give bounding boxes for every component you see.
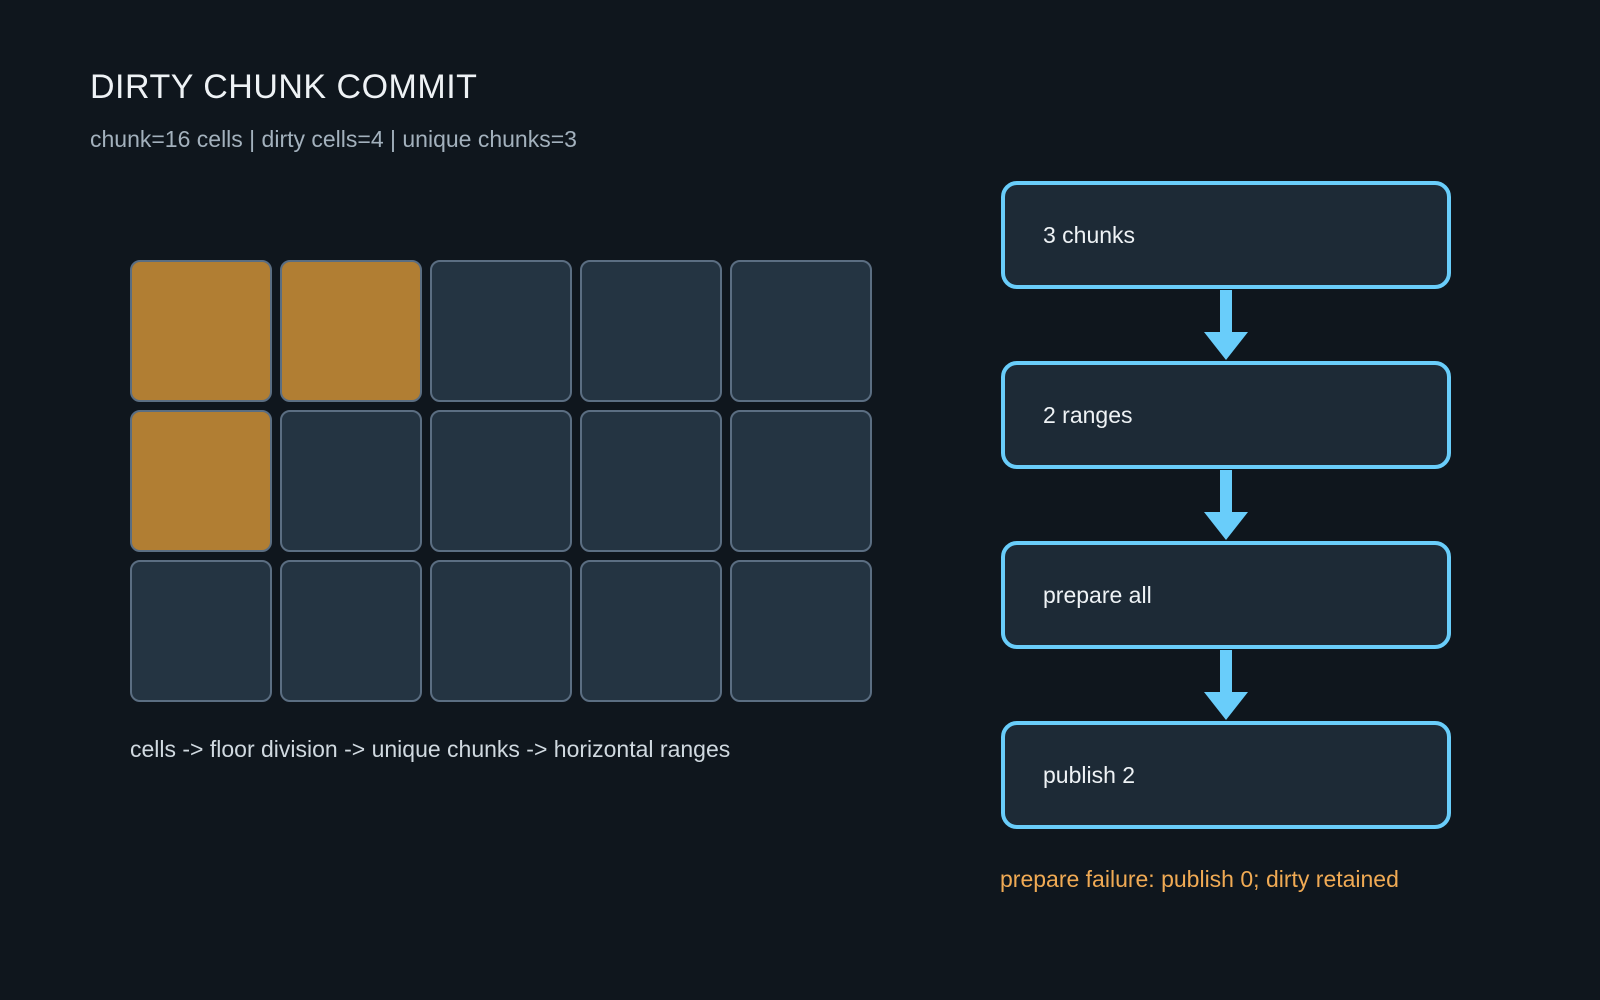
step-label: prepare all (1043, 581, 1152, 608)
flow-arrow-1 (1204, 290, 1248, 360)
failure-note: prepare failure: publish 0; dirty retain… (1000, 866, 1399, 892)
diagram-subtitle: chunk=16 cells | dirty cells=4 | unique … (90, 126, 577, 152)
step-box-chunks: 3 chunks (1001, 181, 1451, 289)
step-label: publish 2 (1043, 761, 1136, 788)
clean-cell (730, 410, 872, 552)
clean-cell (580, 560, 722, 702)
pipeline-caption: cells -> floor division -> unique chunks… (130, 736, 731, 762)
step-box-ranges: 2 ranges (1001, 361, 1451, 469)
dirty-cell (130, 410, 272, 552)
clean-cell (430, 410, 572, 552)
step-label: 3 chunks (1043, 221, 1136, 248)
diagram-title: DIRTY CHUNK COMMIT (90, 68, 478, 106)
clean-cell (730, 560, 872, 702)
clean-cell (580, 410, 722, 552)
chunk-cell-grid (130, 260, 872, 702)
clean-cell (430, 560, 572, 702)
clean-cell (280, 410, 422, 552)
step-label: 2 ranges (1043, 401, 1133, 428)
dirty-cell (280, 260, 422, 402)
dirty-cell (130, 260, 272, 402)
clean-cell (730, 260, 872, 402)
step-box-publish: publish 2 (1001, 721, 1451, 829)
flow-arrow-3 (1204, 650, 1248, 720)
step-box-prepare: prepare all (1001, 541, 1451, 649)
clean-cell (130, 560, 272, 702)
clean-cell (280, 560, 422, 702)
clean-cell (430, 260, 572, 402)
clean-cell (580, 260, 722, 402)
flow-arrow-2 (1204, 470, 1248, 540)
